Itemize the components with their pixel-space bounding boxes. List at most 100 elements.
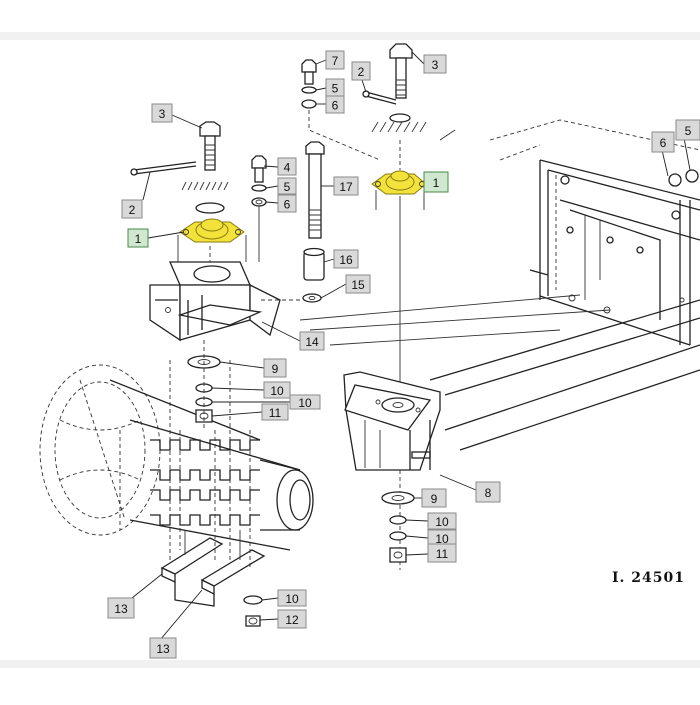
callout-edge-6: 6: [651, 131, 675, 153]
callout-left-10c: 10: [277, 589, 307, 607]
callout-right-1: 1: [423, 171, 449, 193]
callout-number: 13: [156, 642, 170, 656]
callout-left-6: 6: [277, 194, 297, 213]
top-border: [0, 32, 700, 40]
callout-number: 6: [284, 198, 291, 212]
callout-left-13b: 13: [149, 637, 177, 659]
callout-box: [475, 481, 501, 503]
callout-box: [263, 358, 287, 378]
callout-right-11: 11: [427, 543, 457, 563]
callout-number: 11: [269, 406, 282, 420]
callout-box: [277, 589, 307, 607]
callout-number: 5: [284, 180, 291, 194]
callout-number: 12: [285, 613, 299, 627]
callout-number: 8: [485, 486, 492, 500]
callout-box: [423, 171, 449, 193]
callout-number: 1: [433, 176, 440, 190]
callout-number: 17: [339, 180, 353, 194]
callout-left-1: 1: [127, 228, 149, 248]
callout-number: 10: [298, 396, 312, 410]
callout-box: [127, 228, 149, 248]
callout-box: [325, 50, 345, 70]
callout-left-17: 17: [333, 176, 359, 196]
callout-box: [149, 637, 177, 659]
callout-number: 9: [272, 362, 279, 376]
callout-left-14: 14: [299, 331, 325, 351]
callout-box: [263, 381, 291, 399]
callout-right-2: 2: [351, 61, 371, 81]
engine-block-drawing: [39, 360, 314, 560]
callout-box: [675, 119, 700, 141]
callout-number: 2: [358, 65, 365, 79]
right-mount-assembly: [301, 43, 441, 570]
callout-box: [277, 609, 307, 629]
callout-right-9: 9: [421, 488, 447, 508]
callout-number: 5: [332, 82, 339, 96]
left-mount-assembly: [130, 121, 325, 627]
callout-edge-5: 5: [675, 119, 700, 141]
callout-box: [277, 194, 297, 213]
callout-box: [351, 61, 371, 81]
callout-number: 7: [332, 54, 339, 68]
callout-number: 4: [284, 161, 291, 175]
callout-layer: 3214561716151491010111313101272563189101…: [107, 50, 700, 659]
callout-box: [299, 331, 325, 351]
callout-number: 2: [129, 203, 136, 217]
callout-number: 11: [436, 547, 449, 561]
callout-left-4: 4: [277, 157, 297, 176]
callout-left-2: 2: [121, 199, 143, 219]
callout-number: 13: [114, 602, 128, 616]
callout-box: [333, 249, 359, 269]
callout-box: [107, 597, 135, 619]
callout-right-10a: 10: [427, 512, 457, 530]
callout-right-7: 7: [325, 50, 345, 70]
callout-left-9: 9: [263, 358, 287, 378]
callout-number: 1: [135, 232, 142, 246]
callout-box: [325, 95, 345, 114]
callout-number: 5: [685, 124, 692, 138]
callout-box: [421, 488, 447, 508]
callout-box: [277, 157, 297, 176]
callout-left-15: 15: [345, 274, 371, 294]
bottom-border: [0, 660, 700, 668]
callout-box: [277, 177, 297, 195]
callout-number: 10: [270, 384, 284, 398]
callout-right-5: 5: [325, 78, 345, 97]
callout-right-3: 3: [423, 54, 447, 74]
callout-number: 16: [339, 253, 353, 267]
callout-number: 9: [431, 492, 438, 506]
callout-box: [121, 199, 143, 219]
callout-left-16: 16: [333, 249, 359, 269]
leader-lines: [131, 51, 691, 641]
tractor-frame-drawing: [299, 119, 700, 451]
callout-left-11: 11: [261, 403, 289, 421]
callout-box: [333, 176, 359, 196]
callout-left-10b: 10: [289, 394, 321, 410]
callout-number: 10: [285, 592, 299, 606]
callout-number: 3: [159, 107, 166, 121]
callout-left-3: 3: [151, 103, 173, 123]
callout-box: [427, 512, 457, 530]
callout-left-12: 12: [277, 609, 307, 629]
callout-box: [427, 543, 457, 563]
callout-box: [289, 394, 321, 410]
callout-number: 14: [305, 335, 319, 349]
callout-left-13a: 13: [107, 597, 135, 619]
callout-number: 6: [660, 136, 667, 150]
callout-left-10a: 10: [263, 381, 291, 399]
callout-box: [261, 403, 289, 421]
callout-box: [151, 103, 173, 123]
callout-right-8: 8: [475, 481, 501, 503]
callout-number: 10: [435, 515, 449, 529]
callout-right-6: 6: [325, 95, 345, 114]
callout-box: [651, 131, 675, 153]
callout-left-5: 5: [277, 177, 297, 195]
callout-box: [345, 274, 371, 294]
callout-number: 3: [432, 58, 439, 72]
drawing-code: I. 24501: [612, 570, 685, 586]
callout-number: 6: [332, 99, 339, 113]
callout-number: 10: [435, 532, 449, 546]
callout-box: [423, 54, 447, 74]
callout-number: 15: [351, 278, 365, 292]
